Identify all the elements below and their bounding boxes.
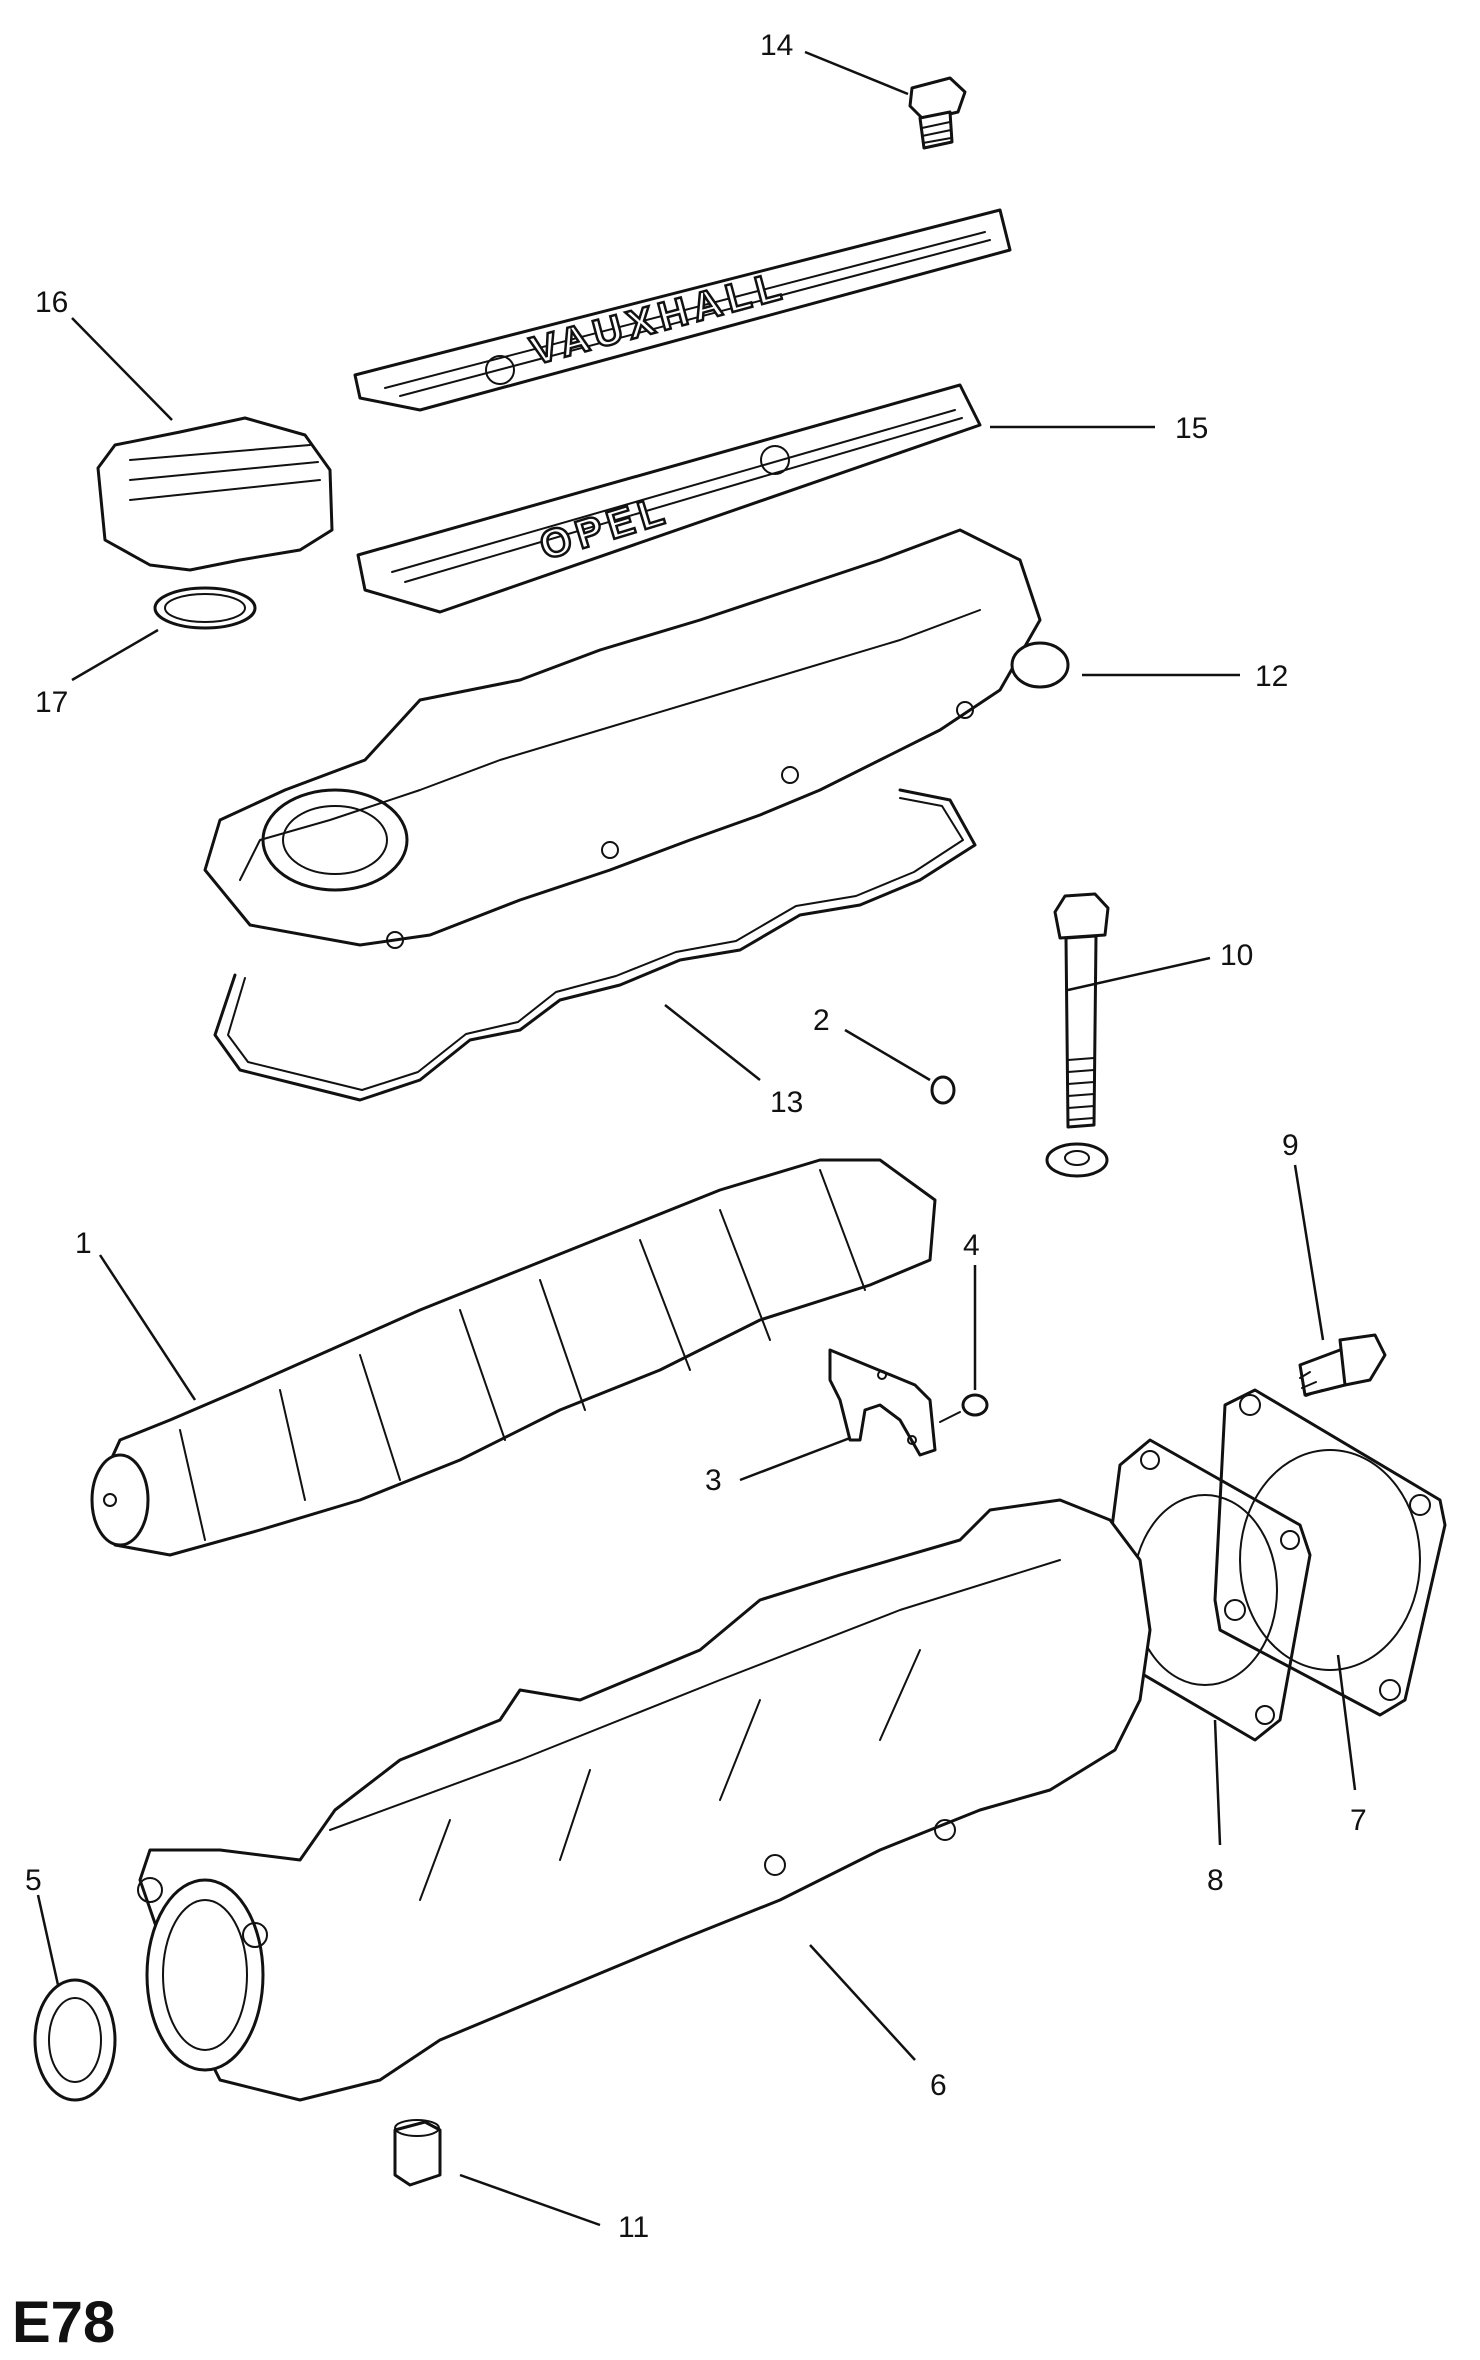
callout-labels: 14 16 15 17 12 10 2 13 4 9 1 3 7 8 5 6 1… bbox=[25, 29, 1367, 2244]
callout-12: 12 bbox=[1255, 660, 1288, 693]
part-1-camshaft bbox=[90, 1158, 937, 1557]
callout-17: 17 bbox=[35, 686, 68, 719]
callout-16: 16 bbox=[35, 286, 68, 319]
callout-4: 4 bbox=[963, 1229, 980, 1262]
leader-lines bbox=[36, 50, 1357, 2227]
callout-15: 15 bbox=[1175, 412, 1208, 445]
part-17-o-ring bbox=[153, 586, 257, 630]
page-code: E78 bbox=[12, 2290, 115, 2355]
callout-2: 2 bbox=[813, 1004, 830, 1037]
part-13-gasket bbox=[213, 788, 977, 1102]
part-16-cap-cover bbox=[96, 416, 334, 572]
callout-13: 13 bbox=[770, 1086, 803, 1119]
callout-6: 6 bbox=[930, 2069, 947, 2102]
callout-7: 7 bbox=[1350, 1804, 1367, 1837]
part-15-lower-cover: OPEL bbox=[356, 383, 982, 614]
part-3-bracket bbox=[828, 1348, 937, 1457]
callout-5: 5 bbox=[25, 1864, 42, 1897]
part-12-cam-cover bbox=[203, 528, 1070, 949]
part-2-small-seal bbox=[930, 1075, 956, 1105]
callout-8: 8 bbox=[1207, 1864, 1224, 1897]
part-7-end-plate bbox=[1213, 1388, 1447, 1717]
callout-3: 3 bbox=[705, 1464, 722, 1497]
callout-14: 14 bbox=[760, 29, 793, 62]
part-4-screw bbox=[939, 1393, 989, 1423]
part-5-oil-seal bbox=[33, 1978, 117, 2102]
callout-9: 9 bbox=[1282, 1129, 1299, 1162]
callout-10: 10 bbox=[1220, 939, 1253, 972]
part-6-cam-housing bbox=[137, 1498, 1152, 2102]
callout-11: 11 bbox=[618, 2211, 649, 2244]
part-14-bolt bbox=[908, 76, 967, 150]
part-11-sleeve bbox=[393, 2119, 442, 2187]
part-9-bolt bbox=[1298, 1333, 1387, 1397]
callout-1: 1 bbox=[75, 1227, 92, 1260]
part-15-upper-cover: VAUXHALL bbox=[353, 208, 1012, 412]
part-10-long-bolt bbox=[1045, 892, 1110, 1178]
